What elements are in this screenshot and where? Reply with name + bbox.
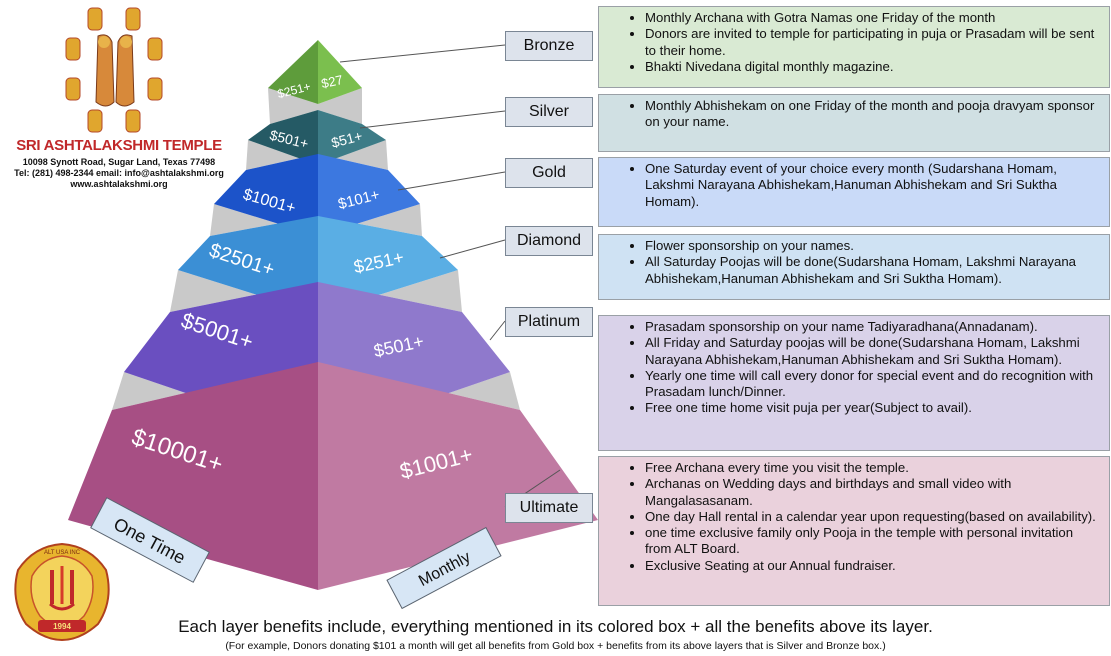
list-item: Donors are invited to temple for partici… <box>645 26 1103 59</box>
list-item: Exclusive Seating at our Annual fundrais… <box>645 558 1103 574</box>
tier-tag-diamond: Diamond <box>505 226 593 256</box>
list-item: Archanas on Wedding days and birthdays a… <box>645 476 1103 509</box>
tier-tag-bronze: Bronze <box>505 31 593 61</box>
monthly-amount-silver: $51+ <box>330 128 364 151</box>
emblem-icon <box>14 542 110 642</box>
donation-pyramid: $251+$27$501+$51+$1001+$101+$2501+$251+$… <box>68 40 598 610</box>
list-item: Prasadam sponsorship on your name Tadiya… <box>645 319 1103 335</box>
list-item: one time exclusive family only Pooja in … <box>645 525 1103 558</box>
list-item: All Saturday Poojas will be done(Sudarsh… <box>645 254 1103 287</box>
list-item: All Friday and Saturday poojas will be d… <box>645 335 1103 368</box>
footer-note: Each layer benefits include, everything … <box>178 617 933 636</box>
connector-diamond <box>439 239 506 259</box>
pyramid-face-gold-right <box>318 154 420 236</box>
deity-logo <box>65 7 163 133</box>
monthly-amount-bronze: $27 <box>320 72 344 91</box>
benefits-box-diamond: Flower sponsorship on your names. All Sa… <box>598 234 1110 300</box>
list-item: Monthly Abhishekam on one Friday of the … <box>645 98 1103 131</box>
tier-tag-ultimate: Ultimate <box>505 493 593 523</box>
emblem-arc-text: ALT USA INC <box>44 550 81 556</box>
tier-tag-platinum: Platinum <box>505 307 593 337</box>
temple-website[interactable]: www.ashtalakshmi.org <box>70 179 168 189</box>
tier-tag-silver: Silver <box>505 97 593 127</box>
list-item: Yearly one time will call every donor fo… <box>645 368 1103 401</box>
tier-tag-gold: Gold <box>505 158 593 188</box>
pyramid-face-bronze-right <box>318 40 362 104</box>
list-item: Free one time home visit puja per year(S… <box>645 400 1103 416</box>
list-item: Free Archana every time you visit the te… <box>645 460 1103 476</box>
benefits-box-ultimate: Free Archana every time you visit the te… <box>598 456 1110 606</box>
connector-gold <box>397 171 506 191</box>
connector-bronze <box>339 44 506 63</box>
pyramid-face-silver-right <box>318 110 386 165</box>
temple-emblem: ALT USA INC 1994 <box>14 542 110 642</box>
pyramid-face-gold-left <box>214 154 318 236</box>
list-item: Bhakti Nivedana digital monthly magazine… <box>645 59 1103 75</box>
list-item: One day Hall rental in a calendar year u… <box>645 509 1103 525</box>
benefits-box-bronze: Monthly Archana with Gotra Namas one Fri… <box>598 6 1110 88</box>
emblem-year: 1994 <box>53 622 71 631</box>
lakshmi-figures-icon <box>65 7 163 133</box>
footer-example: (For example, Donors donating $101 a mon… <box>225 640 886 652</box>
layer-gap <box>268 88 362 124</box>
connector-platinum <box>489 320 506 341</box>
temple-name: SRI ASHTALAKSHMI TEMPLE <box>16 137 222 154</box>
list-item: Flower sponsorship on your names. <box>645 238 1103 254</box>
pyramid-face-bronze-left <box>268 40 318 104</box>
connector-silver <box>359 110 506 129</box>
pyramid-face-ultimate-right <box>318 362 598 590</box>
temple-contact: Tel: (281) 498-2344 email: info@ashtalak… <box>14 168 224 178</box>
temple-address: 10098 Synott Road, Sugar Land, Texas 774… <box>22 157 216 167</box>
pyramid-layers <box>68 40 598 590</box>
list-item: One Saturday event of your choice every … <box>645 161 1103 210</box>
benefits-box-platinum: Prasadam sponsorship on your name Tadiya… <box>598 315 1110 451</box>
pyramid-face-silver-left <box>248 110 318 165</box>
benefits-box-gold: One Saturday event of your choice every … <box>598 157 1110 227</box>
benefits-box-silver: Monthly Abhishekam on one Friday of the … <box>598 94 1110 152</box>
list-item: Monthly Archana with Gotra Namas one Fri… <box>645 10 1103 26</box>
